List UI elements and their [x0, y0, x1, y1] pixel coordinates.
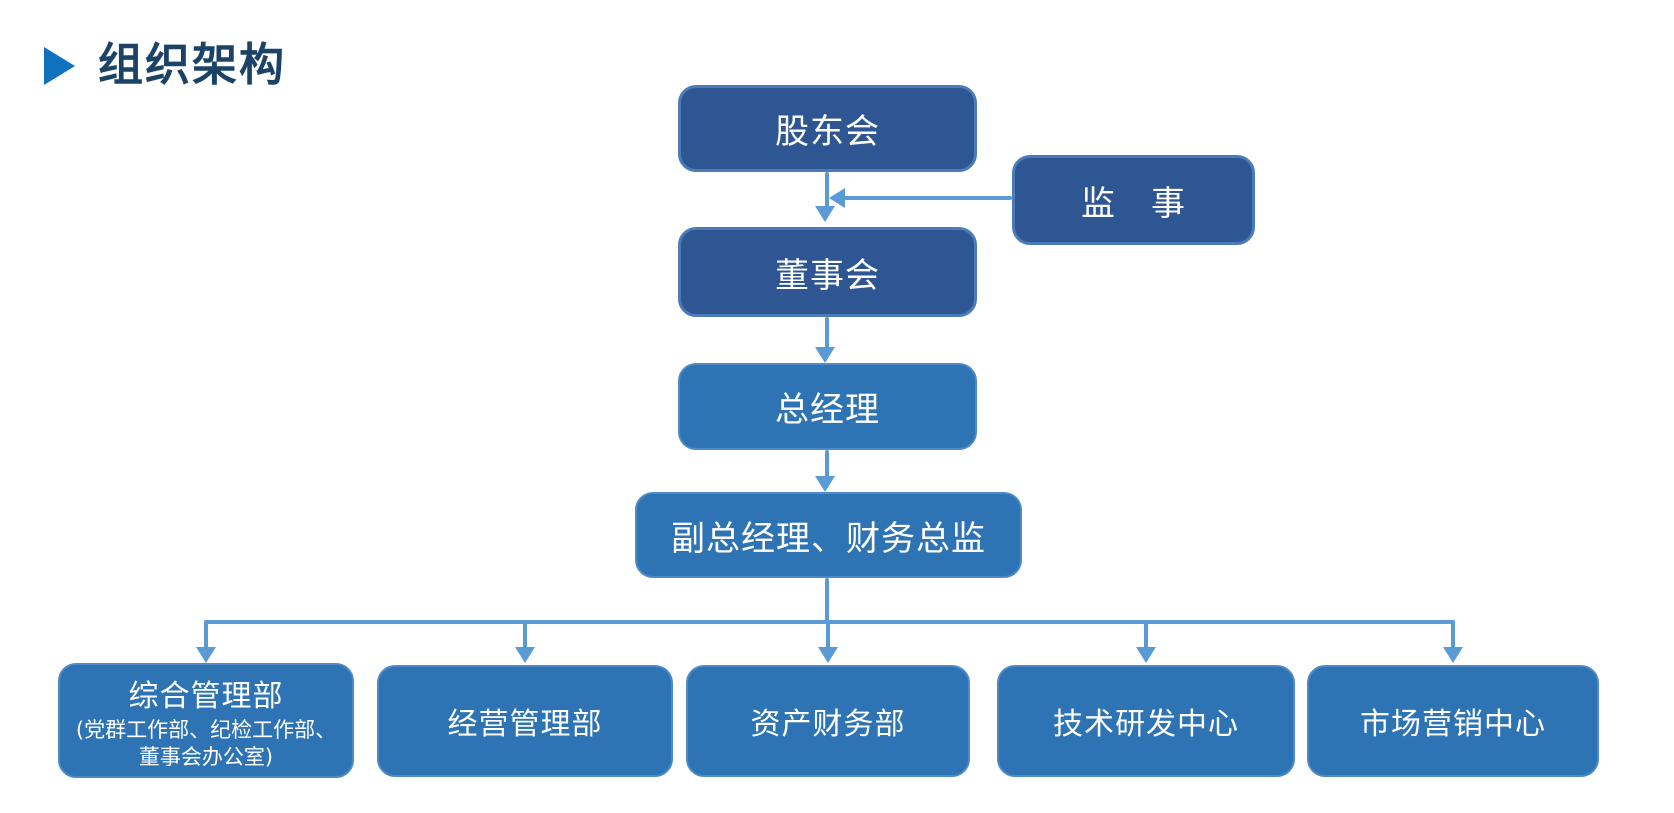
connector-deputy-stub — [825, 578, 829, 624]
org-node-board: 董事会 — [678, 227, 977, 317]
org-node-label: 市场营销中心 — [1360, 707, 1546, 742]
org-node-label: 副总经理、财务总监 — [671, 518, 986, 559]
arrow-down-icon — [818, 647, 838, 663]
connector-to-dept3 — [826, 620, 830, 649]
page-title: 组织架构 — [98, 38, 287, 91]
org-node-label: 监 事 — [1081, 183, 1186, 224]
org-node-sublabel: (党群工作部、纪检工作部、董事会办公室) — [75, 717, 337, 769]
org-node-shareholders: 股东会 — [678, 85, 977, 172]
org-node-label: 总经理 — [775, 390, 880, 430]
org-node-dept-marketing-center: 市场营销中心 — [1307, 665, 1599, 777]
org-node-dept-asset-finance: 资产财务部 — [686, 665, 970, 777]
connector-board-gm — [825, 317, 829, 349]
org-node-deputy-gm-cfo: 副总经理、财务总监 — [635, 492, 1022, 578]
connector-gm-deputy — [825, 450, 829, 478]
org-node-dept-general-management: 综合管理部 (党群工作部、纪检工作部、董事会办公室) — [58, 663, 354, 778]
org-node-general-manager: 总经理 — [678, 363, 977, 450]
org-node-label: 资产财务部 — [750, 707, 906, 742]
arrow-down-icon — [1443, 647, 1463, 663]
org-node-dept-rnd-center: 技术研发中心 — [997, 665, 1295, 777]
org-node-dept-operations: 经营管理部 — [377, 665, 673, 777]
arrow-down-icon — [815, 347, 835, 363]
triangle-bullet-icon — [44, 47, 75, 85]
org-node-label: 综合管理部 — [128, 678, 284, 714]
arrow-down-icon — [515, 647, 535, 663]
arrow-left-icon — [829, 188, 845, 208]
connector-supervisor — [844, 196, 1012, 200]
connector-to-dept5 — [1451, 620, 1455, 649]
connector-to-dept2 — [523, 620, 527, 649]
connector-to-dept4 — [1144, 620, 1148, 649]
connector-to-dept1 — [204, 620, 208, 649]
org-node-label: 技术研发中心 — [1053, 707, 1239, 742]
org-node-label: 经营管理部 — [447, 707, 603, 742]
arrow-down-icon — [815, 206, 835, 222]
arrow-down-icon — [1136, 647, 1156, 663]
connector-shareholders-board — [825, 172, 829, 208]
org-node-supervisor: 监 事 — [1012, 155, 1255, 245]
org-node-label: 董事会 — [775, 255, 880, 296]
arrow-down-icon — [196, 647, 216, 663]
org-node-label: 股东会 — [775, 112, 880, 152]
arrow-down-icon — [815, 476, 835, 492]
